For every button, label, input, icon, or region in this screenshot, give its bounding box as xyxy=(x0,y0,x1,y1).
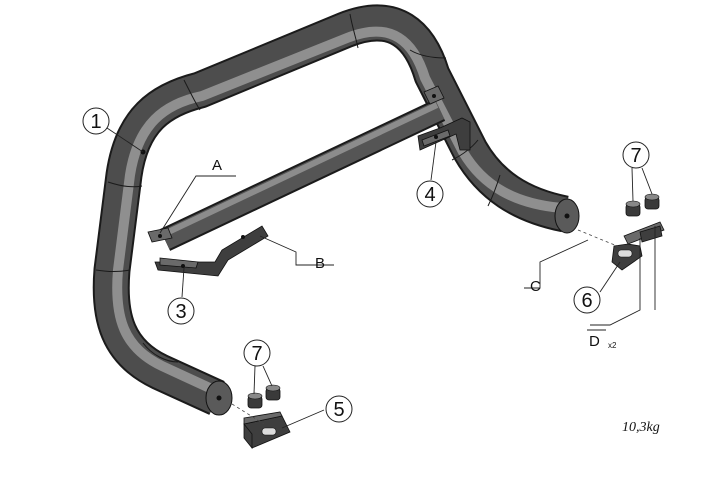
callout-3: 3 xyxy=(167,297,195,325)
callout-7-left-label: 7 xyxy=(251,343,262,365)
bracket-3 xyxy=(154,225,269,277)
callout-3-label: 3 xyxy=(175,301,186,323)
tube-segment-joints xyxy=(95,13,501,363)
nut-left-b xyxy=(265,384,281,401)
nuts-7-right xyxy=(625,193,660,217)
callout-7-right-label: 7 xyxy=(630,145,641,167)
main-hoop-tube xyxy=(92,4,580,416)
callout-7-left: 7 xyxy=(243,339,271,367)
callout-4-label: 4 xyxy=(424,184,435,206)
callout-5: 5 xyxy=(325,395,353,423)
nuts-7-left xyxy=(247,384,281,409)
tab-upper xyxy=(423,85,445,105)
nut-right-a xyxy=(625,200,641,217)
callout-6: 6 xyxy=(573,286,601,314)
tab-a xyxy=(147,227,173,243)
mount-plate-5 xyxy=(243,411,291,450)
mount-plate-6 xyxy=(611,221,665,271)
label-a: A xyxy=(212,157,222,174)
callout-4: 4 xyxy=(416,180,444,208)
bracket-4 xyxy=(417,117,471,151)
nut-left-a xyxy=(247,392,263,409)
callout-1: 1 xyxy=(82,107,110,135)
callout-1-label: 1 xyxy=(90,111,101,133)
leader-lines xyxy=(106,127,656,429)
qty-note: x2 xyxy=(608,341,617,350)
weight-label: 10,3kg xyxy=(622,420,660,435)
nut-right-b xyxy=(644,193,660,210)
label-b: B xyxy=(315,255,325,272)
callout-7-right: 7 xyxy=(622,141,650,169)
cross-bar-tube xyxy=(159,99,446,251)
label-c: C xyxy=(530,278,541,295)
callout-5-label: 5 xyxy=(333,399,344,421)
callout-6-label: 6 xyxy=(581,290,592,312)
label-d: D xyxy=(589,333,600,350)
assembly-dashed-lines xyxy=(231,229,623,425)
